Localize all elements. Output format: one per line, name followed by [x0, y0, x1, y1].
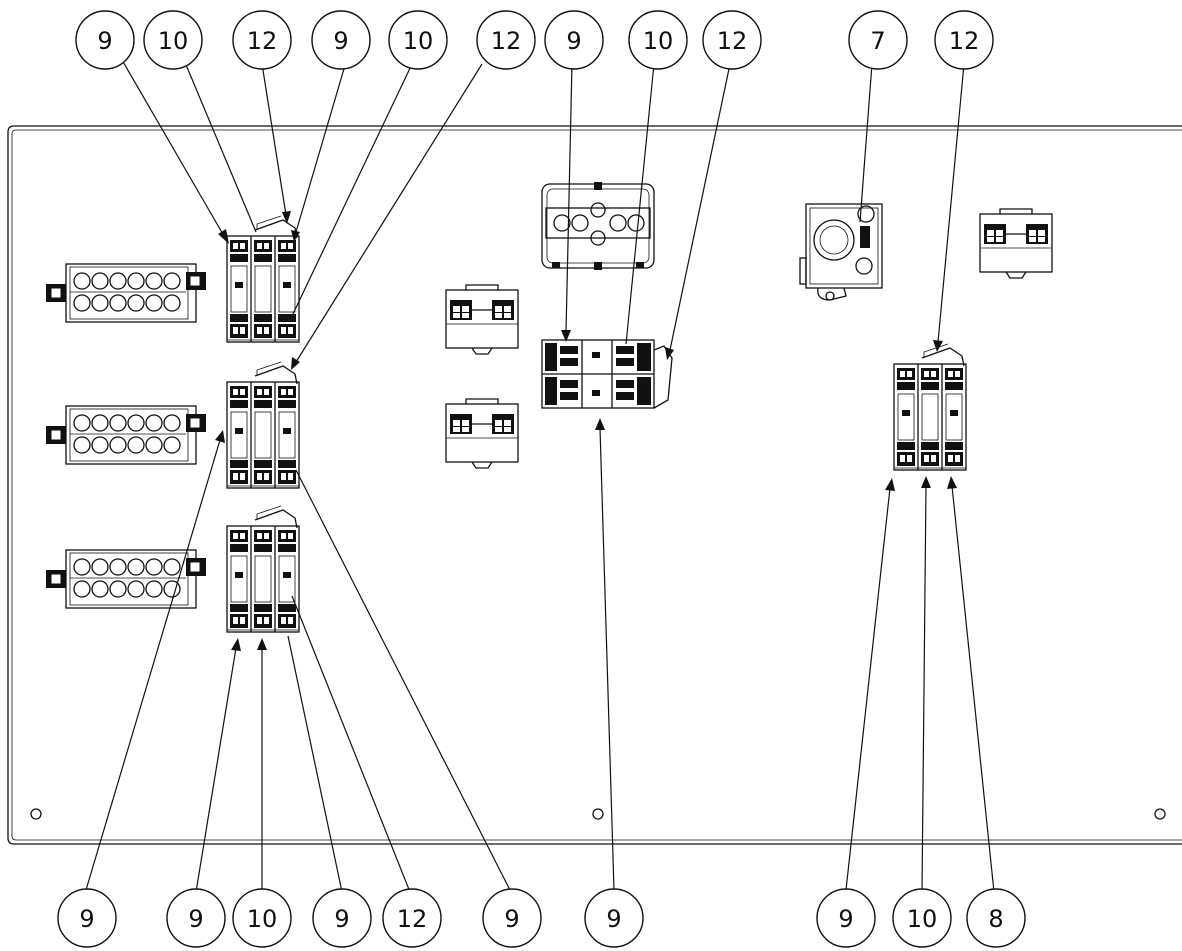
- balloon-label: 12: [717, 27, 748, 55]
- balloon-circle: [628, 10, 688, 70]
- power-supply: [799, 203, 883, 301]
- balloon-circle: [848, 10, 908, 70]
- balloon-bottom-4: 12: [382, 888, 442, 948]
- balloon-circle: [312, 888, 372, 948]
- balloon-bottom-3: 9: [312, 888, 372, 948]
- balloon-circle: [232, 888, 292, 948]
- balloon-top-9: 7: [848, 10, 908, 70]
- item-balloons: 9 10 12 9 10 12 9 10 12 7 12 9 9 10 9 12 9 9 9 10 8: [57, 10, 1026, 948]
- contactor-4: [893, 343, 967, 471]
- mount-hole-center: [592, 808, 604, 820]
- relay-3: [979, 208, 1053, 279]
- balloon-circle: [57, 888, 117, 948]
- balloon-circle: [892, 888, 952, 948]
- balloon-circle: [934, 10, 994, 70]
- mount-hole-left: [30, 808, 42, 820]
- mounting-panel: [7, 125, 1182, 845]
- balloon-label: 8: [988, 905, 1003, 933]
- balloon-circle: [311, 10, 371, 70]
- balloon-bottom-1: 9: [166, 888, 226, 948]
- balloon-top-0: 9: [75, 10, 135, 70]
- balloon-circle: [388, 10, 448, 70]
- balloon-label: 9: [838, 905, 853, 933]
- balloon-circle: [143, 10, 203, 70]
- balloon-circle: [544, 10, 604, 70]
- motor-starter: [541, 339, 673, 409]
- balloon-circle: [75, 10, 135, 70]
- balloon-top-2: 12: [232, 10, 292, 70]
- balloon-label: 10: [403, 27, 434, 55]
- balloon-label: 9: [79, 905, 94, 933]
- balloon-label: 10: [158, 27, 189, 55]
- balloon-circle: [382, 888, 442, 948]
- contactor-1: [226, 215, 300, 343]
- balloon-label: 9: [606, 905, 621, 933]
- balloon-circle: [584, 888, 644, 948]
- balloon-circle: [232, 10, 292, 70]
- balloon-bottom-7: 9: [816, 888, 876, 948]
- balloon-top-10: 12: [934, 10, 994, 70]
- balloon-top-7: 10: [628, 10, 688, 70]
- balloon-circle: [966, 888, 1026, 948]
- balloon-circle: [166, 888, 226, 948]
- power-socket: [541, 182, 655, 270]
- balloon-circle: [702, 10, 762, 70]
- balloon-circle: [816, 888, 876, 948]
- balloon-label: 9: [334, 905, 349, 933]
- terminal-block-3: [45, 549, 207, 609]
- balloon-bottom-9: 8: [966, 888, 1026, 948]
- balloon-label: 12: [397, 905, 428, 933]
- balloon-top-6: 9: [544, 10, 604, 70]
- balloon-top-1: 10: [143, 10, 203, 70]
- balloon-bottom-5: 9: [482, 888, 542, 948]
- balloon-top-4: 10: [388, 10, 448, 70]
- balloon-label: 9: [504, 905, 519, 933]
- terminal-block-2: [45, 405, 207, 465]
- relay-1: [445, 284, 519, 355]
- balloon-bottom-6: 9: [584, 888, 644, 948]
- balloon-label: 10: [247, 905, 278, 933]
- balloon-label: 7: [870, 27, 885, 55]
- balloon-label: 10: [643, 27, 674, 55]
- leader-lines-top: [121, 59, 965, 370]
- mount-hole-right: [1154, 808, 1166, 820]
- balloon-label: 9: [97, 27, 112, 55]
- balloon-label: 12: [491, 27, 522, 55]
- balloon-label: 9: [188, 905, 203, 933]
- balloon-top-5: 12: [476, 10, 536, 70]
- leader-lines-bottom: [85, 418, 995, 893]
- contactor-2: [226, 361, 300, 489]
- balloon-bottom-0: 9: [57, 888, 117, 948]
- balloon-label: 10: [907, 905, 938, 933]
- terminal-block-1: [45, 263, 207, 323]
- relay-2: [445, 398, 519, 469]
- balloon-label: 9: [566, 27, 581, 55]
- balloon-circle: [476, 10, 536, 70]
- balloon-label: 12: [247, 27, 278, 55]
- balloon-bottom-8: 10: [892, 888, 952, 948]
- balloon-top-3: 9: [311, 10, 371, 70]
- balloon-label: 12: [949, 27, 980, 55]
- balloon-bottom-2: 10: [232, 888, 292, 948]
- balloon-circle: [482, 888, 542, 948]
- balloon-label: 9: [333, 27, 348, 55]
- contactor-3: [226, 505, 300, 633]
- balloon-top-8: 12: [702, 10, 762, 70]
